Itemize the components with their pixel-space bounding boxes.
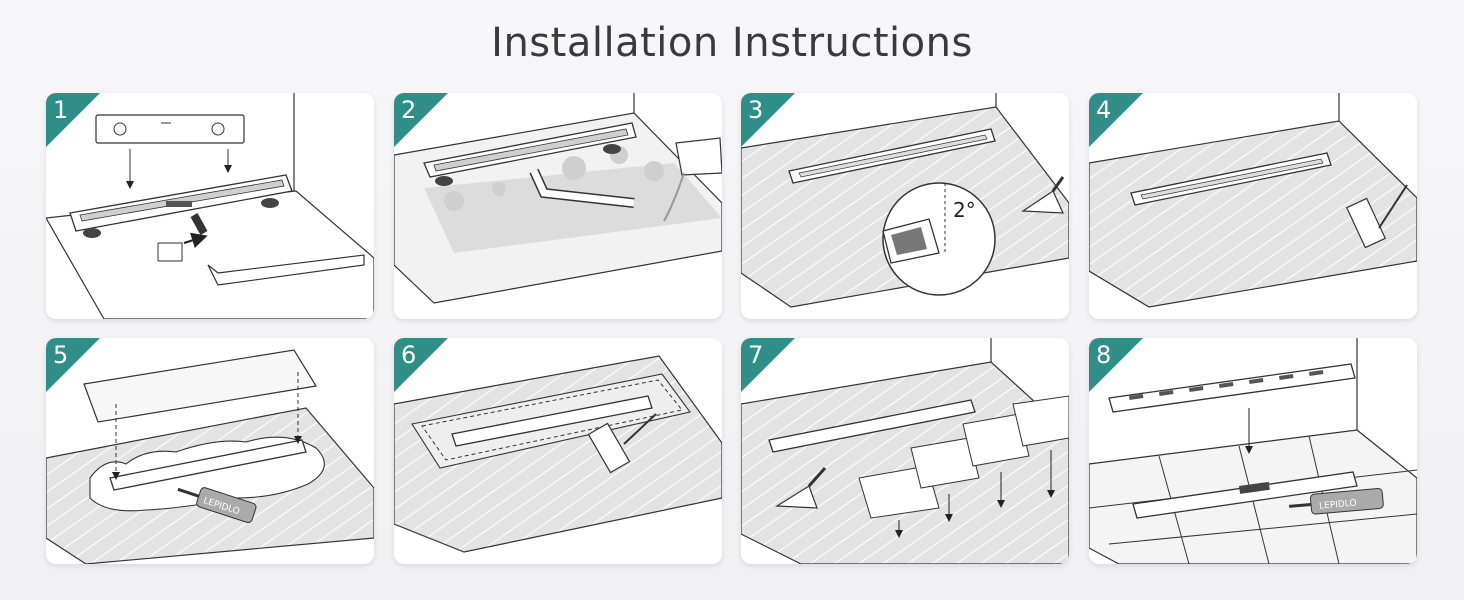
drain-channel-icon xyxy=(109,439,307,491)
step-7-card: 7 xyxy=(741,338,1069,564)
drain-channel-icon xyxy=(768,399,976,453)
step-6-number: 6 xyxy=(401,341,417,369)
step-8-card: LEPIDLO 8 xyxy=(1089,338,1417,564)
spirit-level-icon xyxy=(95,114,245,144)
paint-roller-icon xyxy=(587,422,631,474)
step-5-number: 5 xyxy=(53,341,69,369)
step-3-number: 3 xyxy=(748,96,764,124)
step-3-illustration: 2° xyxy=(741,93,1069,308)
step-4-illustration xyxy=(1089,93,1417,308)
step-1-number: 1 xyxy=(53,96,69,124)
paint-roller-icon xyxy=(1345,197,1387,249)
step-2-illustration xyxy=(394,93,722,304)
step-7-number: 7 xyxy=(748,341,764,369)
step-8-illustration: LEPIDLO xyxy=(1089,338,1417,564)
step-2-card: 2 xyxy=(394,93,722,319)
step-5-illustration: LEPIDLO xyxy=(46,349,374,564)
step-7-illustration xyxy=(741,338,1069,564)
drain-cover-slots xyxy=(1129,370,1324,400)
drain-channel-icon xyxy=(1132,471,1358,519)
page-title: Installation Instructions xyxy=(491,20,973,66)
step-8-tube-label: LEPIDLO xyxy=(1319,498,1357,511)
step-6-card: 6 xyxy=(394,338,722,564)
bucket-icon xyxy=(675,137,722,176)
step-2-number: 2 xyxy=(401,96,417,124)
step-5-card: LEPIDLO 5 xyxy=(46,338,374,564)
drain-channel-icon xyxy=(451,395,653,447)
trowel-icon xyxy=(775,485,818,509)
pipe-icon xyxy=(207,254,365,286)
pipe-connector-icon xyxy=(157,242,183,262)
drain-cover-icon xyxy=(1108,363,1356,413)
step-8-number: 8 xyxy=(1096,341,1112,369)
tiles-icon xyxy=(858,395,1069,519)
sealing-tape-icon xyxy=(83,349,317,423)
step-1-illustration xyxy=(46,93,374,319)
slope-detail-icon xyxy=(882,182,996,296)
step-3-slope-label: 2° xyxy=(953,198,976,222)
step-6-illustration xyxy=(394,355,722,553)
step-1-card: 1 xyxy=(46,93,374,319)
step-4-card: 4 xyxy=(1089,93,1417,319)
trowel-icon xyxy=(1021,190,1064,214)
step-3-card: 2° 3 xyxy=(741,93,1069,319)
adhesive-tube-icon: LEPIDLO xyxy=(1288,488,1384,515)
step-4-number: 4 xyxy=(1096,96,1112,124)
